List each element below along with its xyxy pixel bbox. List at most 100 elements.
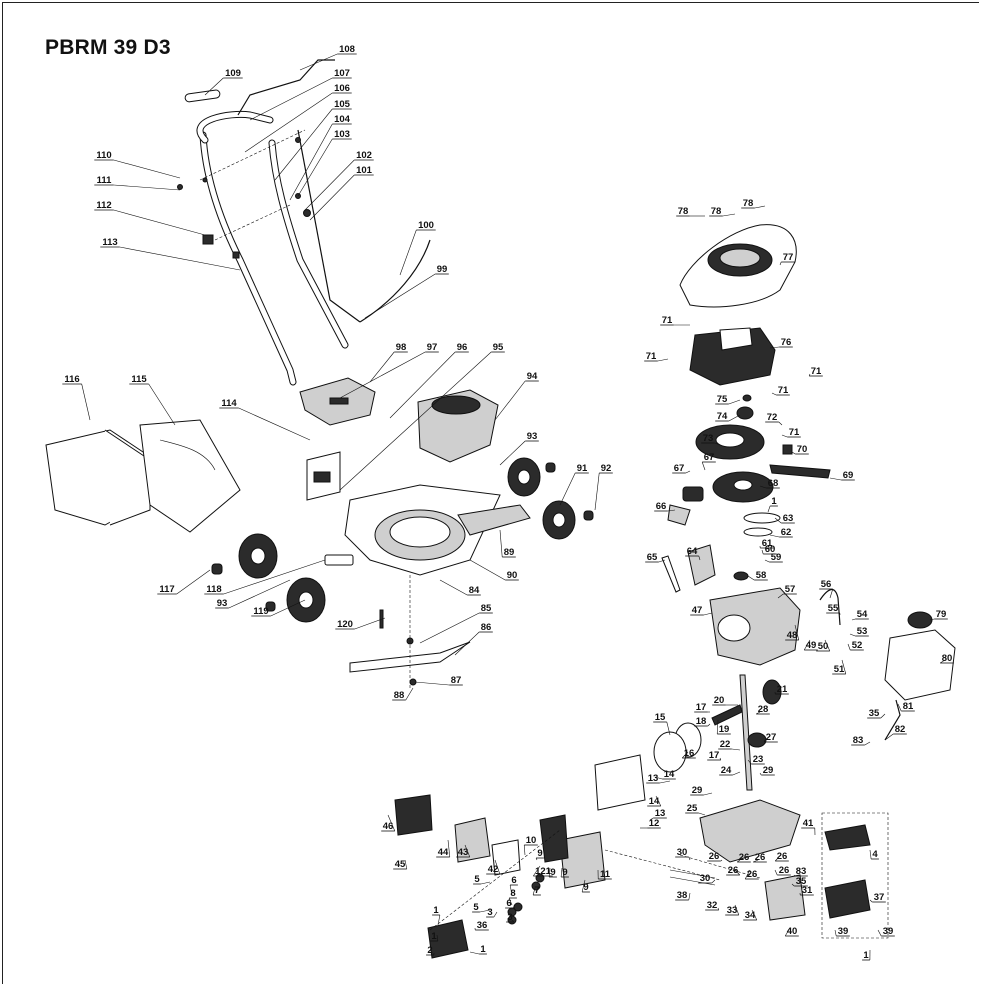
callout-leader [897, 703, 902, 712]
callout-67: 67 [672, 463, 691, 474]
callout-leader [880, 713, 886, 719]
callout-number: 33 [727, 905, 738, 916]
callout-number: 85 [481, 603, 492, 614]
callout-number: 68 [768, 478, 779, 489]
callout-number: 41 [803, 818, 814, 829]
callout-number: 30 [700, 873, 711, 884]
callout-leader [399, 229, 417, 276]
callout-number: 71 [789, 427, 800, 438]
callout-number: 91 [577, 463, 588, 474]
callout-leader [649, 817, 654, 821]
callout-leader [716, 719, 719, 735]
callout-leader [784, 927, 791, 937]
callout-leader [657, 358, 669, 362]
callout-number: 67 [674, 463, 685, 474]
callout-leader [533, 865, 541, 877]
callout-leader [869, 849, 872, 860]
callout-116: 116 [62, 374, 91, 421]
callout-3: 3 [486, 907, 498, 918]
callout-number: 77 [783, 252, 794, 263]
callout-63: 63 [774, 513, 795, 524]
callout-leader [841, 659, 847, 675]
callout-number: 87 [451, 675, 462, 686]
callout-112: 112 [94, 200, 206, 236]
callout-number: 3 [507, 912, 512, 923]
callout-78: 78 [676, 206, 705, 217]
callout-55: 55 [826, 603, 841, 616]
callout-17: 17 [707, 750, 722, 761]
callout-leader [791, 451, 796, 455]
callout-number: 26 [728, 865, 739, 876]
callout-number: 1 [863, 950, 869, 961]
callout-leader [113, 159, 181, 179]
callout-22: 22 [718, 739, 741, 751]
callout-number: 94 [527, 371, 538, 382]
callout-77: 77 [779, 252, 795, 266]
callout-105: 105 [274, 99, 352, 181]
callout-number: 1 [771, 496, 777, 507]
callout-leader [548, 867, 551, 878]
callout-number: 18 [696, 716, 707, 727]
callout-leader [869, 899, 873, 903]
callout-number: 96 [457, 342, 468, 353]
callout-26: 26 [744, 869, 759, 880]
callout-64: 64 [685, 546, 701, 561]
callout-number: 6 [511, 875, 516, 886]
callout-38: 38 [675, 890, 691, 901]
callout-number: 69 [843, 470, 854, 481]
callout-96: 96 [389, 342, 469, 419]
callout-number: 71 [646, 351, 657, 362]
grass-bag [45, 419, 241, 533]
callout-leader [688, 856, 691, 861]
callout-number: 26 [739, 852, 750, 863]
callout-98: 98 [369, 342, 408, 383]
callout-number: 51 [834, 664, 845, 675]
callout-leader [339, 351, 492, 491]
callout-117: 117 [157, 569, 211, 595]
callout-number: 79 [936, 609, 947, 620]
callout-number: 80 [942, 653, 953, 664]
callout-85: 85 [419, 603, 493, 644]
callout-number: 95 [493, 342, 504, 353]
callout-leader [437, 914, 441, 926]
callout-leader [829, 588, 834, 599]
callout-leader [559, 472, 576, 506]
callout-leader [771, 392, 777, 396]
wheel [286, 577, 326, 623]
callout-number: 97 [427, 342, 438, 353]
callout-5: 5 [473, 874, 491, 885]
model-title: PBRM 39 D3 [45, 36, 171, 59]
callout-leader [228, 579, 291, 609]
callout-92: 92 [594, 463, 613, 511]
callout-24: 24 [719, 765, 741, 776]
callout-26: 26 [753, 852, 767, 863]
callout-9: 9 [560, 867, 569, 878]
callout-leader [734, 904, 740, 916]
callout-number: 112 [96, 200, 111, 211]
callout-number: 116 [64, 374, 79, 385]
callout-58: 58 [747, 570, 768, 581]
callout-number: 59 [771, 552, 782, 563]
callout-number: 50 [818, 641, 829, 652]
callout-75: 75 [715, 394, 741, 405]
callout-number: 25 [687, 803, 698, 814]
callout-leader [759, 485, 767, 489]
callout-number: 62 [781, 527, 792, 538]
callout-97: 97 [339, 342, 439, 399]
callout-leader [747, 575, 755, 581]
callout-leader [769, 534, 780, 538]
callout-number: 26 [747, 869, 758, 880]
callout-leader [834, 929, 837, 937]
callout-39: 39 [834, 926, 850, 937]
callout-leader [864, 741, 871, 746]
callout-59: 59 [764, 552, 783, 563]
callout-72: 72 [765, 412, 783, 426]
callout-89: 89 [499, 529, 516, 558]
callout-number: 117 [159, 584, 174, 595]
callout-number: 1 [431, 931, 437, 942]
callout-16: 16 [681, 748, 696, 759]
callout-40: 40 [784, 926, 799, 937]
callout-number: 26 [755, 852, 766, 863]
callout-leader [774, 857, 779, 862]
